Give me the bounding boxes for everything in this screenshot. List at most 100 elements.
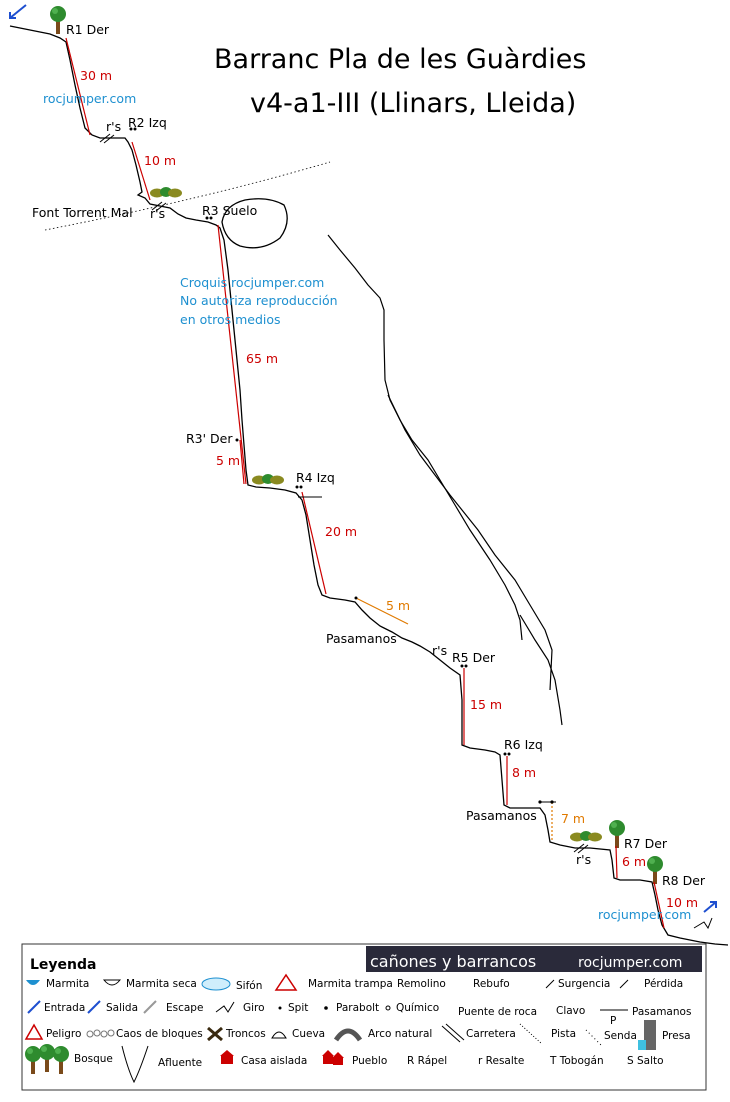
notice-line-1: Croquis rocjumper.com bbox=[180, 275, 324, 290]
legend-item: Pista bbox=[551, 1028, 576, 1040]
legend-item: Pueblo bbox=[352, 1055, 387, 1067]
legend-item: Marmita trampa bbox=[308, 978, 393, 990]
legend-banner bbox=[366, 946, 702, 972]
tree-icon bbox=[609, 820, 625, 848]
rappel-label-r5: R5 Der bbox=[452, 650, 496, 665]
spit-icon bbox=[278, 1006, 282, 1010]
rappel-length-r2: 10 m bbox=[144, 153, 176, 168]
rappel-label-r1: R1 Der bbox=[66, 22, 110, 37]
legend-item: Presa bbox=[662, 1030, 691, 1042]
rappel-label-r3b: R3' Der bbox=[186, 431, 233, 446]
title-line-1: Barranc Pla de les Guàrdies bbox=[214, 44, 586, 75]
anchor-dot bbox=[538, 800, 542, 804]
bosque-icon bbox=[25, 1044, 69, 1074]
bush-icon bbox=[570, 831, 602, 842]
resalte-label: r's bbox=[432, 643, 447, 658]
legend-item: Parabolt bbox=[336, 1002, 379, 1014]
rappel-label-r8: R8 Der bbox=[662, 873, 706, 888]
rappel-label-r6: R6 Izq bbox=[504, 737, 543, 752]
side-wall-line-2 bbox=[387, 394, 553, 691]
legend-item: Cueva bbox=[292, 1028, 325, 1040]
tree-icon bbox=[647, 856, 663, 884]
legend-item: R Rápel bbox=[407, 1055, 447, 1067]
legend-item: Químico bbox=[396, 1002, 439, 1014]
rope-lines bbox=[65, 37, 665, 929]
handline-length-2: 7 m bbox=[561, 811, 585, 826]
troncos-icon bbox=[207, 1026, 223, 1042]
rappel-label-r4: R4 Izq bbox=[296, 470, 335, 485]
casa-aislada-icon bbox=[220, 1050, 234, 1064]
arco-natural-icon bbox=[333, 1028, 363, 1042]
legend-item: Afluente bbox=[158, 1057, 202, 1069]
tree-icon bbox=[50, 6, 66, 34]
cueva-icon bbox=[271, 1031, 287, 1039]
resalte-label: r's bbox=[150, 206, 165, 221]
marmita-icon bbox=[26, 980, 40, 985]
banner-left: cañones y barrancos bbox=[370, 952, 536, 971]
resalte-marks bbox=[99, 133, 589, 854]
rappel-length-r3b: 5 m bbox=[216, 453, 240, 468]
rappel-length-r4: 20 m bbox=[325, 524, 357, 539]
exit-icon bbox=[703, 901, 717, 913]
handline-label-2: Pasamanos bbox=[466, 808, 537, 823]
pueblo-icon bbox=[322, 1050, 344, 1065]
perdida-icon bbox=[619, 979, 629, 989]
watermark-bottom: rocjumper.com bbox=[598, 907, 691, 922]
notice-line-3: en otros medios bbox=[180, 312, 281, 327]
legend-item: Marmita seca bbox=[126, 978, 197, 990]
marmita-seca-icon bbox=[102, 979, 122, 986]
title-line-2: v4-a1-III (Llinars, Lleida) bbox=[250, 88, 576, 119]
legend-item: Escape bbox=[166, 1002, 203, 1014]
resalte-label: r's bbox=[106, 119, 121, 134]
afluente-icon bbox=[121, 1045, 149, 1084]
legend-item: Carretera bbox=[466, 1028, 516, 1040]
pista-icon bbox=[519, 1023, 543, 1045]
legend-item: Casa aislada bbox=[241, 1055, 307, 1067]
anchor-points bbox=[129, 127, 511, 756]
presa-icon bbox=[638, 1020, 656, 1050]
entrada-icon bbox=[27, 1000, 41, 1014]
legend-item: Surgencia bbox=[558, 978, 610, 990]
legend-item: Arco natural bbox=[368, 1028, 432, 1040]
rappel-label-r2: R2 Izq bbox=[128, 115, 167, 130]
legend-item: Puente de roca bbox=[458, 1006, 537, 1018]
legend-item: Spit bbox=[288, 1002, 308, 1014]
watermark-top: rocjumper.com bbox=[43, 91, 136, 106]
rappel-length-r1: 30 m bbox=[80, 68, 112, 83]
legend-item: Pasamanos bbox=[632, 1006, 691, 1018]
font-label: Font Torrent Mal bbox=[32, 205, 133, 220]
legend-item: Remolino bbox=[397, 978, 446, 990]
legend-item: Marmita bbox=[46, 978, 89, 990]
salida-icon bbox=[87, 1000, 101, 1014]
legend-item: Caos de bloques bbox=[116, 1028, 203, 1040]
legend-item: Entrada bbox=[44, 1002, 85, 1014]
side-wall-line-3 bbox=[519, 614, 563, 726]
legend-title: Leyenda bbox=[30, 957, 96, 973]
handline-length-1: 5 m bbox=[386, 598, 410, 613]
rappel-length-r6: 8 m bbox=[512, 765, 536, 780]
bush-icon bbox=[150, 187, 182, 198]
rappel-length-r5: 15 m bbox=[470, 697, 502, 712]
entrance-icon bbox=[9, 4, 27, 19]
giro-icon bbox=[215, 1001, 235, 1013]
rappel-length-r8: 10 m bbox=[666, 895, 698, 910]
legend-item: Troncos bbox=[225, 1028, 266, 1040]
canyon-profile bbox=[9, 25, 729, 946]
parabolt-icon bbox=[324, 1006, 328, 1010]
carretera-icon bbox=[441, 1023, 465, 1043]
road-line bbox=[44, 161, 331, 231]
rappel-label-r3: R3 Suelo bbox=[202, 203, 257, 218]
notice-line-2: No autoriza reproducción bbox=[180, 293, 338, 308]
escape-icon bbox=[143, 1000, 157, 1014]
handline-label-1: Pasamanos bbox=[326, 631, 397, 646]
side-wall-line bbox=[327, 234, 523, 641]
legend-item: Clavo bbox=[556, 1005, 585, 1017]
legend-item: Pérdida bbox=[644, 978, 683, 990]
rappel-label-r7: R7 Der bbox=[624, 836, 668, 851]
surgencia-icon bbox=[545, 979, 555, 989]
banner-right: rocjumper.com bbox=[578, 955, 682, 971]
quimico-icon bbox=[385, 1005, 391, 1011]
legend-item: S Salto bbox=[627, 1055, 664, 1067]
peligro-icon bbox=[24, 1023, 44, 1040]
